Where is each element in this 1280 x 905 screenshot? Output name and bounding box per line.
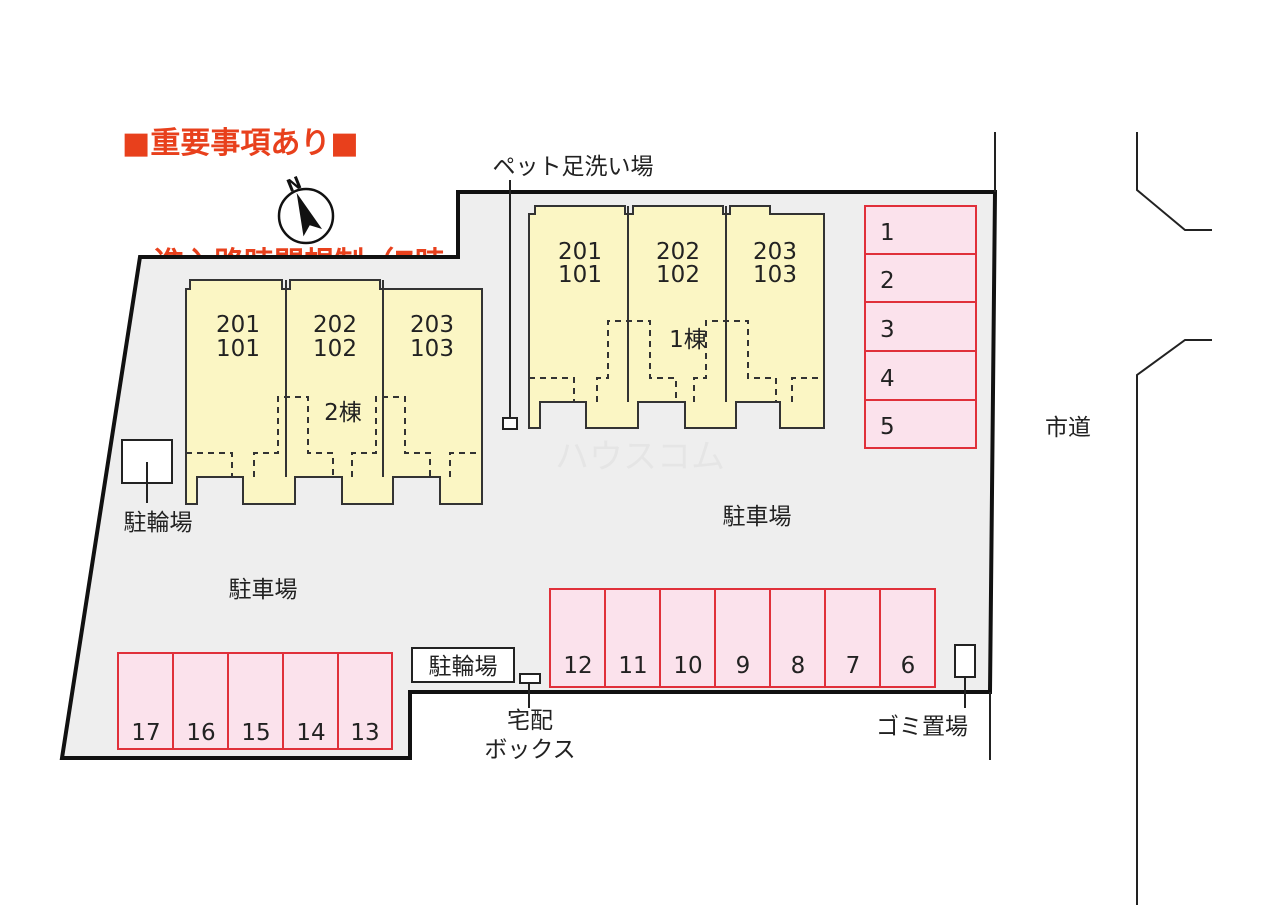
garbage-station-label: ゴミ置場 (876, 714, 968, 740)
building-1-unit-201: 201 (558, 239, 602, 265)
pet-foot-wash: ペット足洗い場 (493, 154, 654, 430)
parking-space-12 (549, 588, 606, 688)
building-1-unit-103: 103 (753, 262, 797, 288)
parking-space-3 (864, 301, 977, 352)
building-2-unit-102: 102 (313, 336, 357, 362)
parking-space-7-number: 7 (846, 653, 861, 679)
parking-space-10-number: 10 (673, 653, 702, 679)
building-2-unit-101: 101 (216, 336, 260, 362)
parking-space-14-number: 14 (296, 720, 325, 746)
delivery-box: 宅配 ボックス (484, 673, 576, 763)
parking-space-4-number: 4 (880, 366, 895, 392)
parking-spaces-bottom-right (549, 588, 936, 688)
parking-space-11 (604, 588, 661, 688)
building-2-footprint (185, 279, 483, 505)
delivery-box-label-line1: 宅配 (507, 708, 553, 734)
parking-spaces-bottom-left (117, 652, 393, 750)
pet-foot-wash-label: ペット足洗い場 (493, 154, 654, 180)
parking-space-16-number: 16 (186, 720, 215, 746)
parking-area-center-label: 駐車場 (723, 504, 792, 530)
bike-parking-left: 駐輪場 (121, 439, 193, 536)
city-road-edges (989, 132, 1212, 905)
parking-space-4 (864, 350, 977, 401)
bike-parking-left-label: 駐輪場 (124, 510, 193, 536)
notice-heading: ■重要事項あり■ (122, 126, 359, 161)
garbage-station: ゴミ置場 (876, 644, 976, 740)
parking-space-7 (824, 588, 881, 688)
parking-space-5-number: 5 (880, 414, 895, 440)
parking-space-11-number: 11 (618, 653, 647, 679)
north-compass-icon: N (277, 173, 335, 245)
building-2-unit-202: 202 (313, 312, 357, 338)
compass-north-label: N (284, 173, 305, 197)
building-2-unit-201: 201 (216, 312, 260, 338)
building-2-unit-103: 103 (410, 336, 454, 362)
bike-parking-center-label: 駐輪場 (429, 654, 498, 680)
watermark: ハウスコム (555, 437, 725, 477)
parking-space-8 (769, 588, 826, 688)
parking-space-9-number: 9 (736, 653, 751, 679)
parking-space-2-number: 2 (880, 268, 895, 294)
building-1-footprint (528, 205, 825, 429)
parking-space-17-number: 17 (131, 720, 160, 746)
parking-space-1-number: 1 (880, 220, 895, 246)
parking-space-13-number: 13 (350, 720, 379, 746)
building-1-label: 1棟 (669, 327, 707, 353)
parking-area-left-label: 駐車場 (229, 577, 298, 603)
building-1: 201 101 202 102 203 103 1棟 (528, 205, 825, 429)
building-1-unit-102: 102 (656, 262, 700, 288)
parking-space-14 (282, 652, 339, 750)
parking-space-3-number: 3 (880, 317, 895, 343)
parking-space-6-number: 6 (901, 653, 916, 679)
delivery-box-label-line2: ボックス (484, 737, 575, 763)
parking-space-10 (659, 588, 716, 688)
building-1-unit-202: 202 (656, 239, 700, 265)
building-1-unit-101: 101 (558, 262, 602, 288)
building-2-unit-203: 203 (410, 312, 454, 338)
bike-parking-center: 駐輪場 (411, 647, 515, 683)
parking-space-15 (227, 652, 284, 750)
parking-space-12-number: 12 (563, 653, 592, 679)
parking-space-9 (714, 588, 771, 688)
parking-spaces-right (864, 205, 977, 449)
parking-space-5 (864, 399, 977, 449)
building-2: 201 101 202 102 203 103 2棟 (185, 279, 483, 505)
parking-space-15-number: 15 (241, 720, 270, 746)
building-2-label: 2棟 (324, 400, 362, 426)
parking-space-8-number: 8 (791, 653, 806, 679)
building-1-unit-203: 203 (753, 239, 797, 265)
parking-space-6 (879, 588, 936, 688)
city-road-label: 市道 (1045, 415, 1091, 441)
parking-space-13 (337, 652, 393, 750)
parking-space-1 (864, 205, 977, 255)
